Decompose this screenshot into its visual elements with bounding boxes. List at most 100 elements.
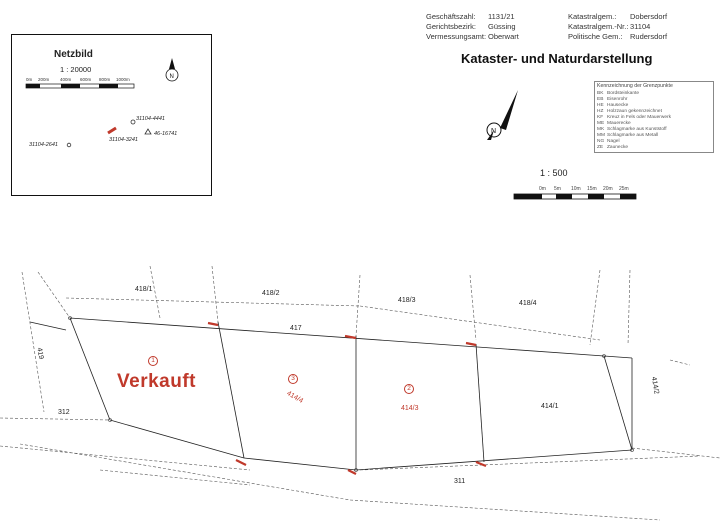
netz-parcel-marker [107, 126, 117, 135]
netz-point-label: 46-16741 [154, 131, 178, 137]
parcel-label: 418/2 [262, 290, 280, 297]
boundary-line [21, 271, 45, 413]
parcel-line [217, 321, 245, 459]
scale-main-label: 1 : 500 [540, 168, 568, 178]
parcel-marker-1: 1 [148, 356, 158, 366]
header-label-vermessungsamt: Vermessungsamt: [426, 32, 487, 41]
boundary-line [631, 447, 720, 459]
header-label-geschaeftszahl: Geschäftszahl: [426, 12, 476, 21]
netz-triangle-marker [144, 128, 152, 135]
parcel-label: 418/1 [135, 286, 153, 293]
header-value-gerichtsbezirk: Güssing [488, 22, 516, 31]
netz-scale-tick: 0m [26, 77, 33, 82]
netz-scale-tick: 1000m [116, 77, 130, 82]
boundary-line [65, 297, 361, 307]
point-marker-red [235, 459, 247, 466]
boundary-line [349, 499, 661, 521]
header-value-katastralgem-nr: 31104 [630, 22, 651, 31]
boundary-line [627, 269, 631, 346]
scale-main-tick: 0m [539, 186, 546, 192]
point-marker-red [207, 321, 219, 327]
parcel-line [603, 355, 633, 451]
boundary-line [669, 359, 691, 366]
header-value-geschaeftszahl: 1131/21 [488, 12, 515, 21]
header-label-katastralgem: Katastralgem.: [568, 12, 617, 21]
new-parcel-marker: 3 [288, 374, 298, 384]
scale-main-tick: 5m [554, 186, 561, 192]
boundary-line [149, 265, 161, 319]
parcel-label: 311 [454, 478, 466, 485]
netzbild-points [66, 119, 152, 148]
parcel-line [69, 317, 111, 421]
scale-main-tick: 10m [571, 186, 581, 192]
netzbild-title: Netzbild [54, 49, 93, 60]
boundary-line [37, 271, 71, 319]
parcel-label: 417 [290, 325, 302, 332]
netz-point-label: 31104-2641 [29, 142, 58, 148]
north-arrow-icon: N [486, 90, 518, 140]
boundary-line [19, 443, 351, 501]
parcel-label: 418/3 [398, 297, 416, 304]
header-value-vermessungsamt: Oberwart [488, 32, 519, 41]
scale-main-tick: 20m [603, 186, 613, 192]
parcel-label: 312 [58, 409, 70, 416]
netz-point-marker [66, 142, 72, 148]
point-marker [602, 354, 606, 358]
point-marker-red [347, 469, 357, 475]
point-marker [354, 468, 358, 472]
parcel-line [355, 449, 633, 471]
boundary-line [469, 274, 477, 341]
boundary-line [589, 269, 601, 346]
page-title: Kataster- und Naturdarstellung [461, 51, 653, 66]
scale-bar-main: 0m 5m 10m 15m 20m 25m [513, 186, 637, 200]
netzbild-scale: 1 : 20000 [60, 65, 92, 74]
parcel-line [109, 419, 245, 459]
parcel-line [69, 317, 605, 357]
header-label-gerichtsbezirk: Gerichtsbezirk: [426, 22, 477, 31]
point-marker-red [344, 334, 357, 340]
boundary-line [355, 274, 361, 337]
header-label-katastralgem-nr: Katastralgem.-Nr.: [568, 22, 629, 31]
verkauft-stamp: Verkauft [117, 371, 196, 392]
parcel-line [603, 355, 633, 359]
header-value-politische-gem: Rudersdorf [630, 32, 668, 41]
parcel-line [475, 343, 485, 463]
boundary-line [99, 469, 251, 486]
netzbild-north-icon: N [165, 58, 179, 82]
netz-point-marker [130, 119, 136, 125]
boundary-line [0, 445, 251, 471]
point-marker-red [475, 460, 487, 468]
boundary-line [0, 417, 111, 421]
netzbild-panel: Netzbild 1 : 20000 0m 200m 400m 600m 800… [11, 34, 212, 196]
boundary-line [359, 455, 701, 471]
netzbild-scale-bar: 0m 200m 400m 600m 800m 1000m [25, 77, 135, 89]
boundary-line [211, 265, 219, 323]
parcel-line [29, 321, 67, 331]
netz-scale-tick: 200m [38, 77, 50, 82]
parcel-label: 418/4 [519, 300, 537, 307]
scale-bar-main-ticks: 0m 5m 10m 15m 20m 25m [539, 186, 629, 192]
netz-point-label: 31104-3241 [109, 137, 138, 143]
point-marker-red [465, 341, 477, 347]
boundary-line [359, 305, 601, 341]
netz-scale-tick: 800m [99, 77, 111, 82]
netz-scale-tick: 600m [80, 77, 92, 82]
header-label-politische-gem: Politische Gem.: [568, 32, 623, 41]
point-marker [68, 316, 72, 320]
scale-main-tick: 15m [587, 186, 597, 192]
point-marker [630, 448, 634, 452]
parcel-line [243, 457, 357, 471]
scale-main-tick: 25m [619, 186, 629, 192]
netz-scale-tick: 400m [60, 77, 72, 82]
